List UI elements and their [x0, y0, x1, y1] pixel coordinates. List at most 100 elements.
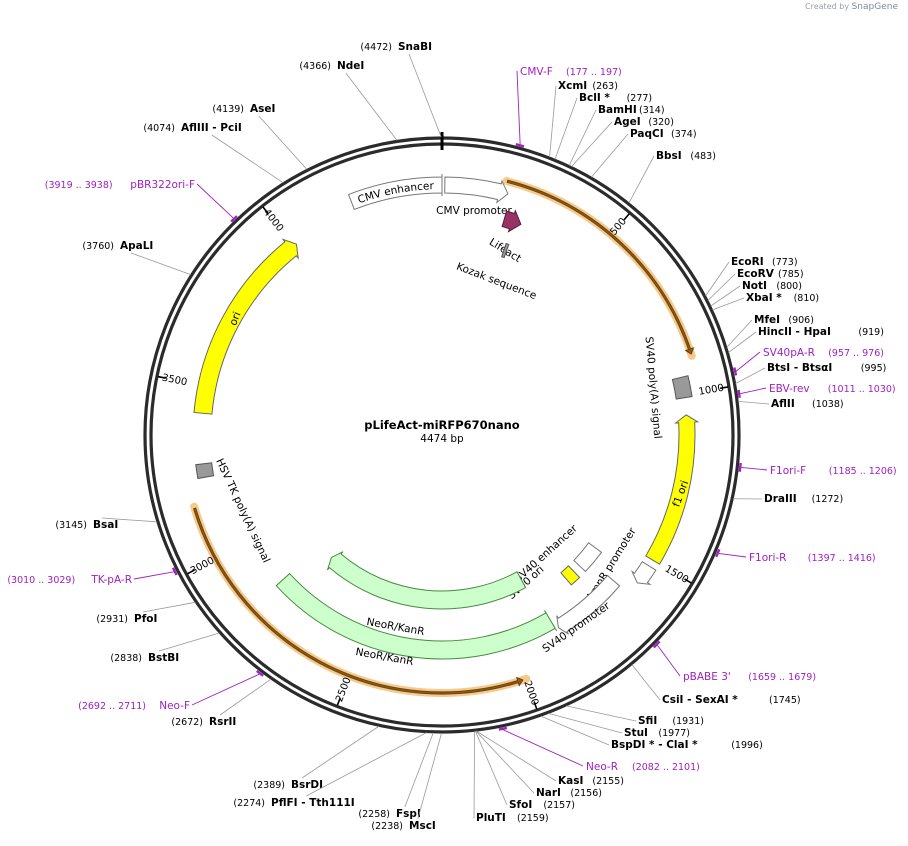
primer-neo-r-site[interactable]: Neo-R(2082 .. 2101)	[586, 761, 700, 773]
enzyme-bamhi-leader	[568, 109, 597, 166]
primer-cmv-f-name: CMV-F	[520, 66, 553, 78]
enzyme-btsi-bts-i-site[interactable]: BtsI - BtsαI(995)	[767, 362, 886, 374]
enzyme-pluti-site[interactable]: PluTI(2159)	[476, 812, 549, 824]
primer-tk-pa-r-site[interactable]: TK-pA-R(3010 .. 3029)	[7, 574, 132, 586]
primer-neo-r-bind	[498, 726, 508, 731]
orf-arrow-2	[192, 507, 524, 695]
enzyme-csii-sexai-site[interactable]: CsiI - SexAI *(1745)	[662, 694, 801, 706]
enzyme-msci-leader	[417, 732, 442, 820]
enzyme-csii-sexai-leader	[631, 664, 661, 701]
tick-label-3500: 3500	[161, 373, 188, 389]
enzyme-ecorv-name: EcoRV	[737, 268, 775, 280]
enzyme-bstbi-name: BstBI	[148, 652, 179, 664]
primer-f1ori-f-leader	[741, 467, 768, 471]
enzyme-paqci-site[interactable]: PaqCI(374)	[630, 128, 697, 140]
enzyme-bbsi-position: (483)	[690, 151, 716, 162]
tick-label-3000: 3000	[189, 555, 217, 577]
enzyme-bamhi-site[interactable]: BamHI(314)	[598, 104, 665, 116]
enzyme-mfei-site[interactable]: MfeI(906)	[754, 314, 814, 326]
enzyme-rsrii-site[interactable]: (2672)RsrII	[171, 716, 236, 728]
enzyme-aflii-position: (1038)	[812, 399, 844, 410]
enzyme-hincii-hpai-site[interactable]: HincII - HpaI(919)	[758, 326, 884, 338]
enzyme-xcmi-site[interactable]: XcmI(263)	[558, 80, 618, 92]
enzyme-agei-leader	[571, 121, 613, 167]
primer-pbabe-3-leader	[657, 644, 681, 677]
feature-neor-kanr-2	[327, 551, 527, 610]
enzyme-snabi-position: (4472)	[360, 42, 392, 53]
enzyme-stui-position: (1977)	[658, 728, 690, 739]
primer-sv40pa-r-site[interactable]: SV40pA-R(957 .. 976)	[763, 347, 884, 359]
enzyme-kasi-site[interactable]: KasI(2155)	[558, 775, 624, 787]
enzyme-asei-site[interactable]: (4139)AseI	[212, 103, 275, 115]
enzyme-bsrdi-site[interactable]: (2389)BsrDI	[253, 779, 323, 791]
enzyme-draiii-site[interactable]: DraIII(1272)	[764, 493, 843, 505]
enzyme-agei-site[interactable]: AgeI(320)	[614, 116, 674, 128]
enzyme-bsai-name: BsaI	[93, 519, 118, 531]
enzyme-pflfi-tth111i-site[interactable]: (2274)PflFI - Tth111I	[233, 797, 354, 809]
enzyme-bbsi-site[interactable]: BbsI(483)	[656, 150, 716, 162]
enzyme-fspi-site[interactable]: (2258)FspI	[358, 808, 420, 820]
snapgene-credit: Created by SnapGene	[805, 2, 898, 12]
enzyme-stui-site[interactable]: StuI(1977)	[624, 727, 690, 739]
enzyme-bstbi-position: (2838)	[110, 653, 142, 664]
enzyme-bstbi-site[interactable]: (2838) BstBI	[110, 652, 179, 664]
tick-3000	[187, 569, 195, 575]
enzyme-xbai-site[interactable]: XbaI *(810)	[746, 292, 819, 304]
enzyme-csii-sexai-position: (1745)	[769, 695, 801, 706]
primer-tk-pa-r-name: TK-pA-R	[90, 574, 132, 586]
enzyme-nari-site[interactable]: NarI(2156)	[536, 787, 602, 799]
primer-pbr322ori-f-leader	[196, 183, 234, 219]
enzyme-ecori-position: (773)	[772, 257, 798, 268]
enzyme-ecori-site[interactable]: EcoRI (773)	[731, 256, 798, 268]
enzyme-sfoi-position: (2157)	[543, 800, 575, 811]
plasmid-name: pLifeAct-miRFP670nano	[364, 418, 519, 432]
enzyme-afliii-pcii-site[interactable]: (4074)AflIII - PciI	[143, 122, 241, 134]
enzyme-hincii-hpai-position: (919)	[858, 327, 884, 338]
enzyme-nari-leader	[475, 730, 535, 794]
primer-f1ori-f-site[interactable]: F1ori-F(1185 .. 1206)	[770, 465, 897, 477]
primer-neo-f-site[interactable]: Neo-F(2692 .. 2711)	[78, 700, 190, 712]
enzyme-sfii-site[interactable]: SfiI(1931)	[638, 715, 704, 727]
enzyme-bstbi-leader	[158, 632, 220, 652]
primer-cmv-f-site[interactable]: CMV-F(177 .. 197)	[520, 66, 622, 78]
enzyme-mfei-leader	[726, 319, 753, 348]
enzyme-bspdi-clai-site[interactable]: BspDI * - ClaI *(1996)	[611, 739, 763, 751]
enzyme-fspi-leader	[404, 732, 434, 808]
enzyme-pfoi-site[interactable]: (2931)PfoI	[96, 613, 157, 625]
primer-pbr322ori-f-site[interactable]: pBR322ori-F(3919 .. 3938)	[45, 179, 195, 191]
feature-sv40-polya	[671, 375, 693, 400]
tick-label-1500: 1500	[663, 564, 691, 586]
feature-lifeact	[501, 209, 522, 233]
enzyme-ecori-name: EcoRI	[731, 256, 764, 268]
enzyme-asei-name: AseI	[250, 103, 275, 115]
enzyme-bcli-site[interactable]: BclI *(277)	[579, 92, 652, 104]
enzyme-noti-site[interactable]: NotI(800)	[742, 280, 802, 292]
enzyme-sfoi-site[interactable]: SfoI(2157)	[509, 799, 575, 811]
enzyme-btsi-bts-i-position: (995)	[861, 363, 887, 374]
enzyme-bamhi-position: (314)	[639, 105, 665, 116]
enzyme-msci-site[interactable]: (2238)MscI	[371, 820, 435, 832]
primer-f1ori-r-site[interactable]: F1ori-R(1397 .. 1416)	[749, 552, 876, 564]
feature-sv40-polya-label: SV40 poly(A) signal	[643, 336, 664, 439]
feature-neor-kanr-1	[275, 572, 558, 660]
primer-ebv-rev-site[interactable]: EBV-rev(1011 .. 1030)	[769, 383, 896, 395]
enzyme-ecorv-site[interactable]: EcoRV(785)	[737, 268, 804, 280]
primer-pbabe-3-site[interactable]: pBABE 3'(1659 .. 1679)	[683, 671, 816, 683]
feature-kozak-label: Kozak sequence	[455, 261, 538, 303]
enzyme-bsai-site[interactable]: (3145)BsaI	[55, 519, 118, 531]
tick-1500	[684, 578, 692, 584]
enzyme-ndei-site[interactable]: (4366)NdeI	[299, 60, 364, 72]
enzyme-apali-site[interactable]: (3760)ApaLI	[82, 240, 153, 252]
enzyme-pflfi-tth111i-name: PflFI - Tth111I	[271, 797, 355, 809]
primer-pbabe-3-name: pBABE 3'	[683, 671, 731, 683]
enzyme-aflii-name: AflII	[771, 398, 795, 410]
enzyme-aflii-site[interactable]: AflII (1038)	[771, 398, 844, 410]
enzyme-kasi-name: KasI	[558, 775, 583, 787]
enzyme-xcmi-position: (263)	[592, 81, 618, 92]
enzyme-btsi-bts-i-leader	[735, 367, 766, 384]
enzyme-snabi-site[interactable]: (4472)SnaBI	[360, 41, 432, 53]
enzyme-asei-leader	[258, 115, 308, 170]
enzyme-nari-name: NarI	[536, 787, 561, 799]
enzyme-bsrdi-leader	[301, 725, 380, 779]
